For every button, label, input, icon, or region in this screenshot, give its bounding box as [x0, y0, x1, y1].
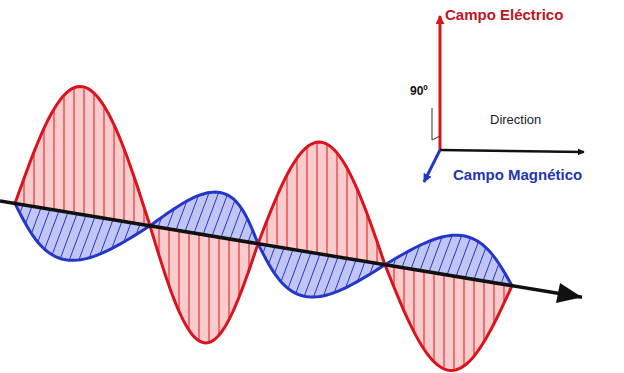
magnetic-hatch [203, 192, 219, 234]
magnetic-hatch [230, 208, 241, 239]
field-label: Campo Eléctrico [445, 6, 563, 24]
electric-hatch [484, 281, 485, 342]
electric-fill [385, 265, 512, 371]
electric-hatch [424, 271, 425, 349]
magnetic-hatch [79, 217, 95, 260]
magnetic-hatch [492, 264, 499, 283]
right-angle-mark [432, 108, 440, 140]
magnetic-hatch [296, 252, 311, 293]
electric-lobe [15, 86, 150, 225]
electric-hatch [357, 189, 358, 261]
magnetic-hatch [314, 255, 329, 297]
electric-hatch [169, 229, 170, 286]
electric-hatch [44, 128, 45, 208]
electric-hatch [444, 274, 445, 368]
electric-fill [15, 86, 150, 225]
magnetic-hatch [38, 209, 50, 242]
propagation-axis [0, 201, 582, 297]
electric-hatch [134, 177, 135, 224]
electric-hatch [219, 237, 220, 335]
magnetic-hatch [456, 238, 470, 277]
magnetic-hatch [194, 193, 209, 234]
angle-label: 90º [410, 84, 428, 98]
electric-lobe [150, 226, 258, 343]
electric-field-arrow [439, 16, 442, 150]
electric-fill [150, 226, 258, 343]
electric-hatch [84, 87, 85, 215]
magnetic-hatch [239, 218, 247, 240]
magnetic-hatch [324, 257, 338, 296]
electric-hatch [404, 268, 405, 311]
magnetic-field-arrow [424, 150, 440, 182]
electric-hatch [474, 279, 475, 356]
wave-lobes [15, 86, 512, 370]
magnetic-hatch [269, 247, 275, 264]
electric-hatch [337, 153, 338, 257]
electric-hatch [54, 109, 55, 210]
field-label: Campo Magnético [453, 166, 582, 184]
magnetic-hatch [281, 249, 293, 281]
magnetic-hatch [483, 255, 493, 281]
magnetic-hatch [52, 212, 68, 255]
electric-hatch [287, 175, 288, 249]
electric-hatch [347, 168, 348, 258]
electric-hatch [327, 144, 328, 255]
magnetic-hatch [26, 206, 32, 223]
electric-hatch [64, 95, 65, 211]
electric-hatch [454, 276, 455, 370]
electric-hatch [297, 158, 298, 250]
magnetic-hatch [447, 236, 462, 275]
electric-hatch [494, 283, 495, 324]
direction-arrow [440, 150, 584, 152]
electric-hatch [94, 93, 95, 216]
magnetic-hatch [304, 254, 320, 296]
electric-hatch [34, 152, 35, 207]
electric-hatch [199, 234, 200, 341]
electric-hatch [277, 196, 278, 247]
magnetic-hatch [275, 248, 284, 273]
electric-hatch [104, 106, 105, 218]
electric-outline [385, 265, 512, 371]
axis-arrowhead [556, 283, 582, 303]
magnetic-hatch [212, 195, 227, 236]
magnetic-hatch [31, 208, 41, 234]
electric-outline [15, 86, 150, 225]
magnetic-hatch [474, 248, 486, 280]
electric-hatch [209, 236, 210, 343]
electric-hatch [189, 232, 190, 330]
electric-hatch [464, 278, 465, 366]
electric-hatch [414, 270, 415, 332]
electric-hatch [229, 239, 230, 320]
electric-hatch [367, 214, 368, 262]
axis-label: Direction [490, 112, 541, 128]
electric-hatch [239, 241, 240, 298]
electric-hatch [124, 149, 125, 222]
magnetic-hatch [60, 214, 77, 259]
electric-outline [150, 226, 258, 343]
electric-lobe [385, 265, 512, 371]
magnetic-hatch [69, 215, 86, 260]
electric-hatch [307, 147, 308, 252]
electric-hatch [317, 142, 318, 253]
electric-hatch [434, 273, 435, 362]
electric-hatch [179, 231, 180, 312]
electric-hatch [114, 125, 115, 220]
electric-hatch [74, 88, 75, 214]
